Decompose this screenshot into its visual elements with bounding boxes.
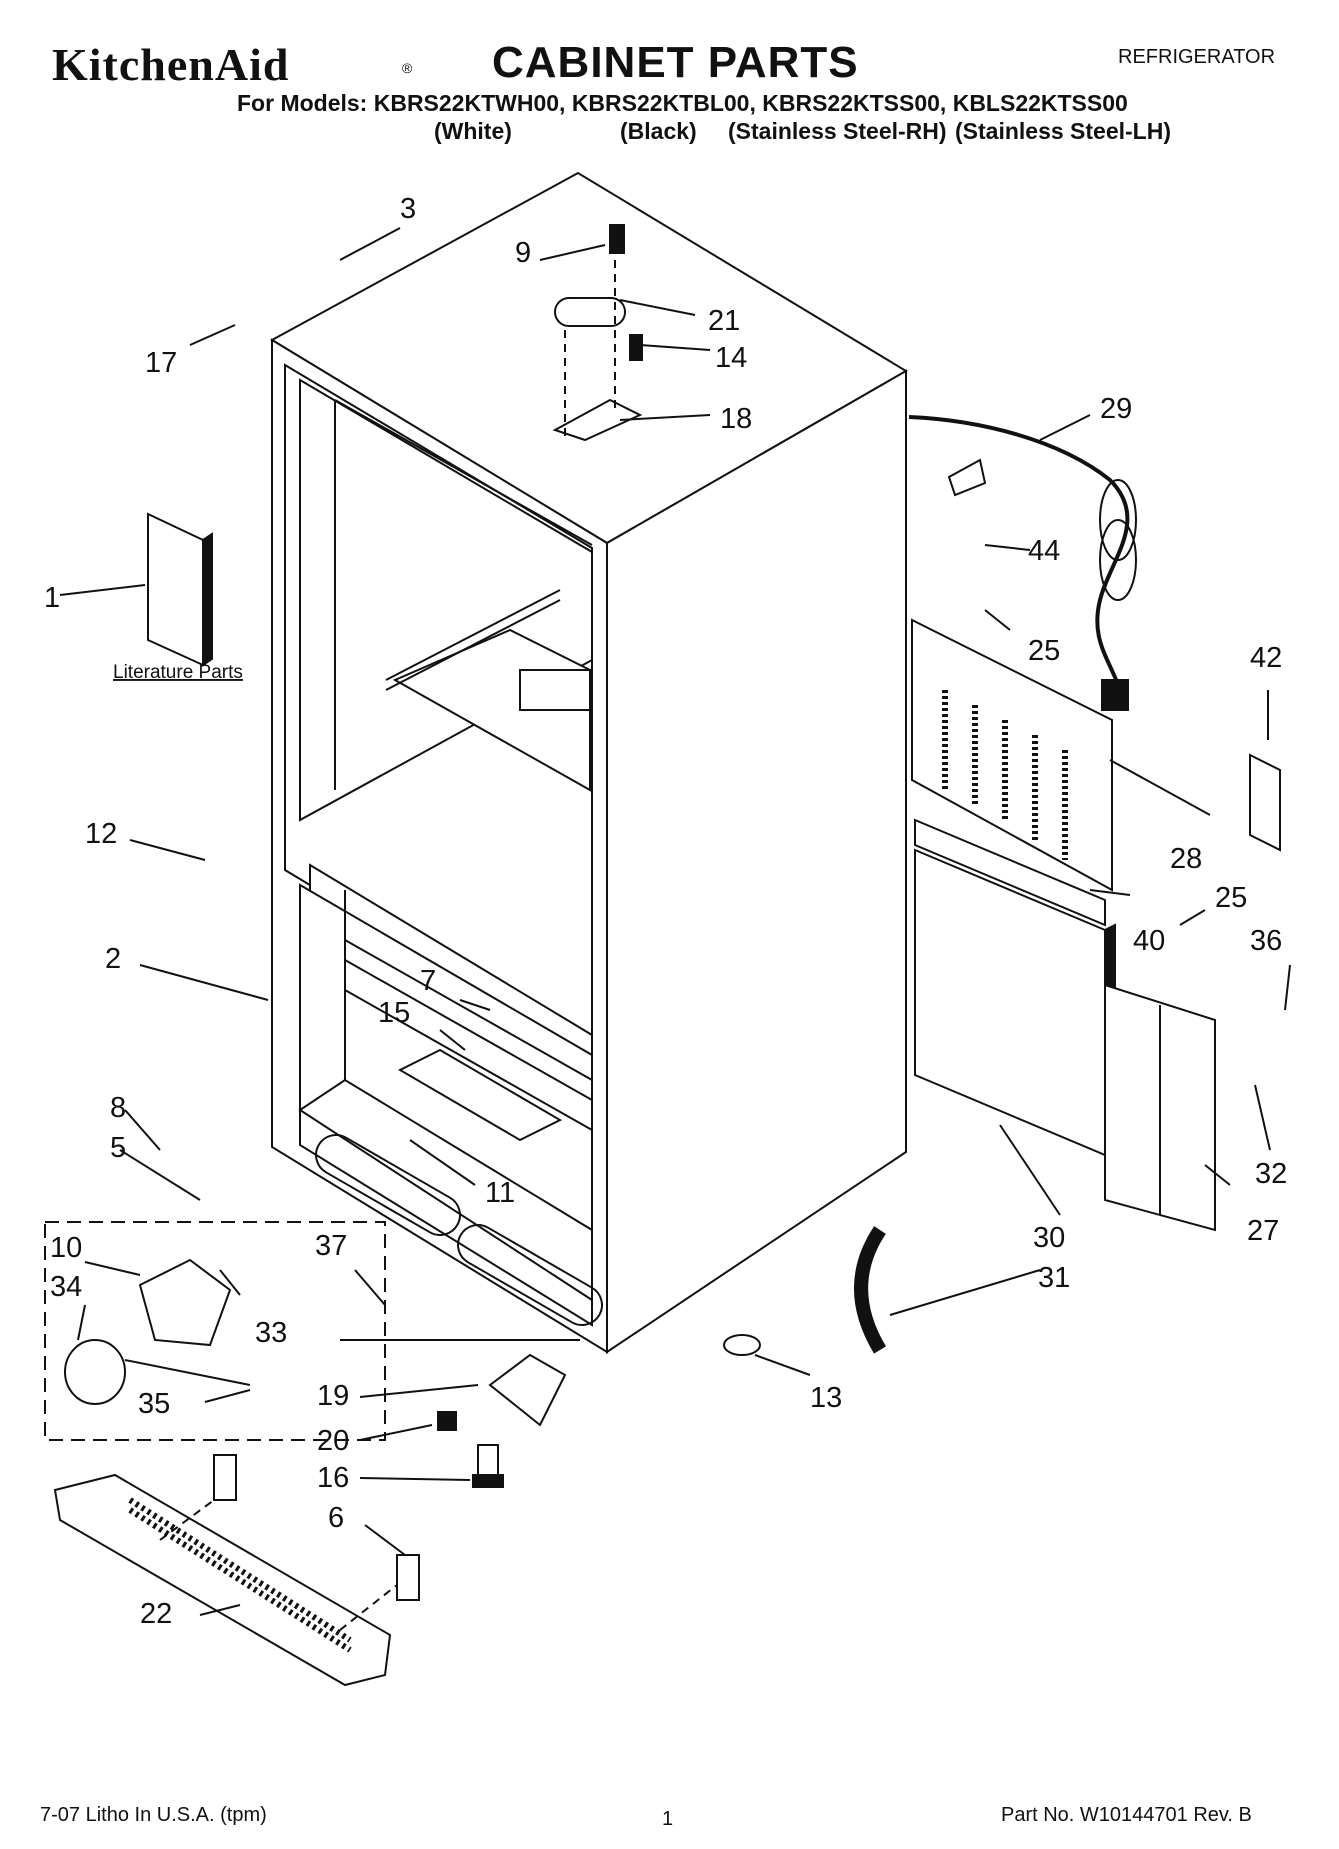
callout-20: 20 [317, 1425, 349, 1457]
callout-9: 9 [515, 237, 531, 269]
power-cord [908, 415, 1137, 711]
callout-36: 36 [1250, 925, 1282, 957]
callout-37: 37 [315, 1230, 347, 1262]
callout-21: 21 [708, 305, 740, 337]
callout-15: 15 [378, 997, 410, 1029]
callout-33: 33 [255, 1317, 287, 1349]
callout-28: 28 [1170, 843, 1202, 875]
part-number: Part No. W10144701 Rev. B [1001, 1804, 1252, 1826]
callout-2: 2 [105, 943, 121, 975]
callout-22: 22 [140, 1598, 172, 1630]
callout-34: 34 [50, 1271, 82, 1303]
print-info: 7-07 Litho In U.S.A. (tpm) [40, 1804, 267, 1826]
leader-arrows [59, 227, 1291, 1616]
callout-30: 30 [1033, 1222, 1065, 1254]
callout-29: 29 [1100, 393, 1132, 425]
callout-8: 8 [110, 1092, 126, 1124]
callout-6: 6 [328, 1502, 344, 1534]
callout-44: 44 [1028, 535, 1060, 567]
literature-parts-label: Literature Parts [113, 662, 243, 683]
variant-stainless-rh: (Stainless Steel-RH) [728, 118, 947, 144]
base-grille [53, 1454, 420, 1687]
category-label: REFRIGERATOR [1118, 46, 1276, 68]
registered-mark: ® [402, 60, 413, 76]
drain-hose [854, 1226, 887, 1354]
page-number: 1 [662, 1808, 674, 1830]
callout-32: 32 [1255, 1158, 1287, 1190]
callout-7: 7 [420, 965, 436, 997]
callout-1: 1 [44, 582, 60, 614]
callout-17: 17 [145, 347, 177, 379]
callout-40: 40 [1133, 925, 1165, 957]
callout-5: 5 [110, 1132, 126, 1164]
callout-10: 10 [50, 1232, 82, 1264]
callout-31: 31 [1038, 1262, 1070, 1294]
roller-assembly [64, 1258, 251, 1405]
callout-35: 35 [138, 1388, 170, 1420]
models-line: For Models: KBRS22KTWH00, KBRS22KTBL00, … [237, 90, 1128, 116]
callout-14: 14 [715, 342, 747, 374]
page-title: CABINET PARTS [492, 38, 859, 87]
rear-panels [911, 458, 1281, 1232]
callout-25-upper: 25 [1028, 635, 1060, 667]
top-hinge [552, 224, 643, 442]
callout-16: 16 [317, 1462, 349, 1494]
bottom-hinge [340, 1339, 580, 1488]
callout-3: 3 [400, 193, 416, 225]
roller-assembly-box [44, 1221, 386, 1441]
callout-42: 42 [1250, 642, 1282, 674]
leveling-pad [723, 1334, 761, 1356]
callout-labels: 1 2 3 5 6 7 8 9 10 11 12 13 14 15 16 17 … [44, 193, 1287, 1630]
callout-12: 12 [85, 818, 117, 850]
variant-stainless-lh: (Stainless Steel-LH) [955, 118, 1171, 144]
callout-25-lower: 25 [1215, 882, 1247, 914]
callout-11: 11 [485, 1177, 515, 1209]
callout-19: 19 [317, 1380, 349, 1412]
callout-27: 27 [1247, 1215, 1279, 1247]
callout-18: 18 [720, 403, 752, 435]
callout-13: 13 [810, 1382, 842, 1414]
variant-white: (White) [434, 118, 512, 144]
brand-logo: KitchenAid [52, 39, 290, 90]
variant-black: (Black) [620, 118, 697, 144]
literature-book [147, 512, 213, 667]
cabinet [269, 171, 908, 1354]
